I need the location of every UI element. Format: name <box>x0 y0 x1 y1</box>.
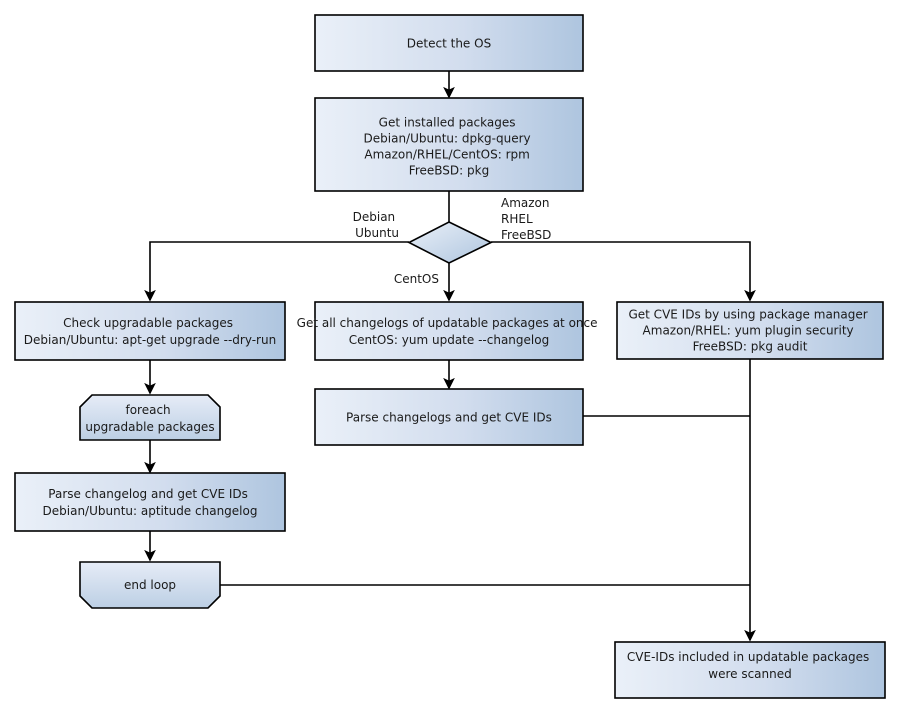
node-scanned-result-label: CVE-IDs included in updatable packages w… <box>627 650 873 681</box>
edge-label-centos: CentOS <box>394 272 439 286</box>
node-get-installed-packages-label: Get installed packages Debian/Ubuntu: dp… <box>364 115 535 177</box>
node-os-decision-diamond <box>407 221 493 264</box>
node-check-upgradable-box <box>14 301 286 361</box>
node-detect-os[interactable]: Detect the OS <box>314 14 584 72</box>
node-parse-changelogs-bulk[interactable]: Parse changelogs and get CVE IDs <box>314 388 584 446</box>
node-foreach-loop[interactable]: foreach upgradable packages <box>79 394 221 441</box>
edge-decision-left-branch <box>144 241 409 302</box>
node-foreach-loop-shape <box>79 394 221 441</box>
node-parse-changelogs-bulk-label: Parse changelogs and get CVE IDs <box>346 410 552 424</box>
edge-label-amazon-rhel-freebsd: Amazon RHEL FreeBSD <box>501 196 553 242</box>
node-check-upgradable[interactable]: Check upgradable packages Debian/Ubuntu:… <box>14 301 286 361</box>
node-get-cve-pkg-manager-box <box>616 301 884 360</box>
node-get-installed-packages[interactable]: Get installed packages Debian/Ubuntu: dp… <box>314 97 584 192</box>
node-os-decision[interactable] <box>407 221 493 264</box>
node-parse-changelogs-bulk-box <box>314 388 584 446</box>
node-parse-changelog-single-box <box>14 472 286 532</box>
node-get-all-changelogs[interactable]: Get all changelogs of updatable packages… <box>297 301 602 361</box>
node-scanned-result[interactable]: CVE-IDs included in updatable packages w… <box>614 641 886 699</box>
node-end-loop-shape <box>79 561 221 609</box>
edge-label-debian-ubuntu: Debian Ubuntu <box>353 210 399 240</box>
node-get-cve-pkg-manager[interactable]: Get CVE IDs by using package manager Ama… <box>616 301 884 360</box>
node-get-installed-packages-box <box>314 97 584 192</box>
node-parse-changelog-single[interactable]: Parse changelog and get CVE IDs Debian/U… <box>14 472 286 532</box>
node-scanned-result-box <box>614 641 886 699</box>
node-get-all-changelogs-label: Get all changelogs of updatable packages… <box>297 316 602 347</box>
node-parse-changelog-single-label: Parse changelog and get CVE IDs Debian/U… <box>43 487 258 518</box>
node-detect-os-box <box>314 14 584 72</box>
connectors <box>144 71 756 642</box>
node-end-loop[interactable]: end loop <box>79 561 221 609</box>
edge-decision-right-branch <box>491 241 756 302</box>
node-get-cve-pkg-manager-label: Get CVE IDs by using package manager Ama… <box>628 307 871 353</box>
node-foreach-loop-label: foreach upgradable packages <box>85 403 214 434</box>
node-check-upgradable-label: Check upgradable packages Debian/Ubuntu:… <box>24 316 276 347</box>
node-detect-os-label: Detect the OS <box>407 36 491 50</box>
node-get-all-changelogs-box <box>314 301 584 361</box>
node-end-loop-label: end loop <box>124 578 176 592</box>
